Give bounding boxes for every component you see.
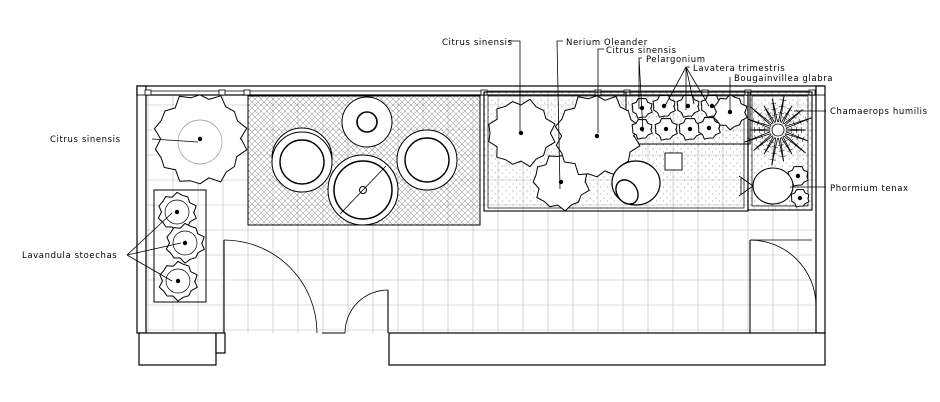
plant-pelargonium-2 bbox=[631, 119, 653, 140]
label-citrus-left: Citrus sinensis bbox=[50, 135, 121, 145]
door-swings bbox=[223, 239, 817, 334]
label-citrus-top: Citrus sinensis bbox=[442, 38, 513, 48]
label-nerium: Nerium Oleander bbox=[566, 38, 648, 48]
label-chamaerops: Chamaerops humilis bbox=[830, 107, 928, 117]
label-citrus-mid: Citrus sinensis bbox=[606, 46, 677, 56]
plant-citrus-left bbox=[154, 94, 248, 185]
armchair-left bbox=[271, 127, 333, 193]
plant-lavatera-3 bbox=[676, 95, 700, 118]
armchair-right bbox=[396, 129, 458, 191]
urn bbox=[611, 160, 661, 206]
plant-lavandula-3 bbox=[158, 260, 198, 302]
wall-pier-left bbox=[138, 332, 217, 366]
round-table bbox=[327, 154, 399, 226]
plant-lavatera-4 bbox=[678, 118, 702, 141]
label-lavatera: Lavatera trimestris bbox=[693, 64, 785, 74]
outer-walls bbox=[136, 85, 826, 366]
leader-lines bbox=[126, 40, 826, 282]
plant-lavandula-2 bbox=[165, 222, 205, 264]
plant-phormium-tenax-2 bbox=[790, 189, 810, 208]
plant-lavatera-6 bbox=[697, 117, 721, 140]
side-table bbox=[341, 96, 393, 148]
plant-citrus-top bbox=[488, 98, 556, 168]
plant-chamaerops-humilis bbox=[744, 94, 812, 166]
label-phormium: Phormium tenax bbox=[830, 184, 909, 194]
label-pelargonium: Pelargonium bbox=[646, 55, 706, 65]
label-bougainvillea: Bougainvillea glabra bbox=[734, 74, 833, 84]
wall-pier-right bbox=[388, 332, 826, 366]
plant-bougainvillea bbox=[713, 94, 748, 131]
phormium-pot bbox=[738, 167, 794, 205]
plant-labels: Citrus sinensis Lavandula stoechas Citru… bbox=[22, 38, 928, 261]
planter-feature-square bbox=[664, 152, 683, 171]
plant-lavatera-2 bbox=[654, 118, 678, 141]
plant-lavatera-1 bbox=[652, 95, 676, 118]
plant-lavandula-1 bbox=[157, 191, 197, 233]
lavender-planter bbox=[153, 189, 207, 303]
label-lavandula: Lavandula stoechas bbox=[22, 251, 117, 261]
